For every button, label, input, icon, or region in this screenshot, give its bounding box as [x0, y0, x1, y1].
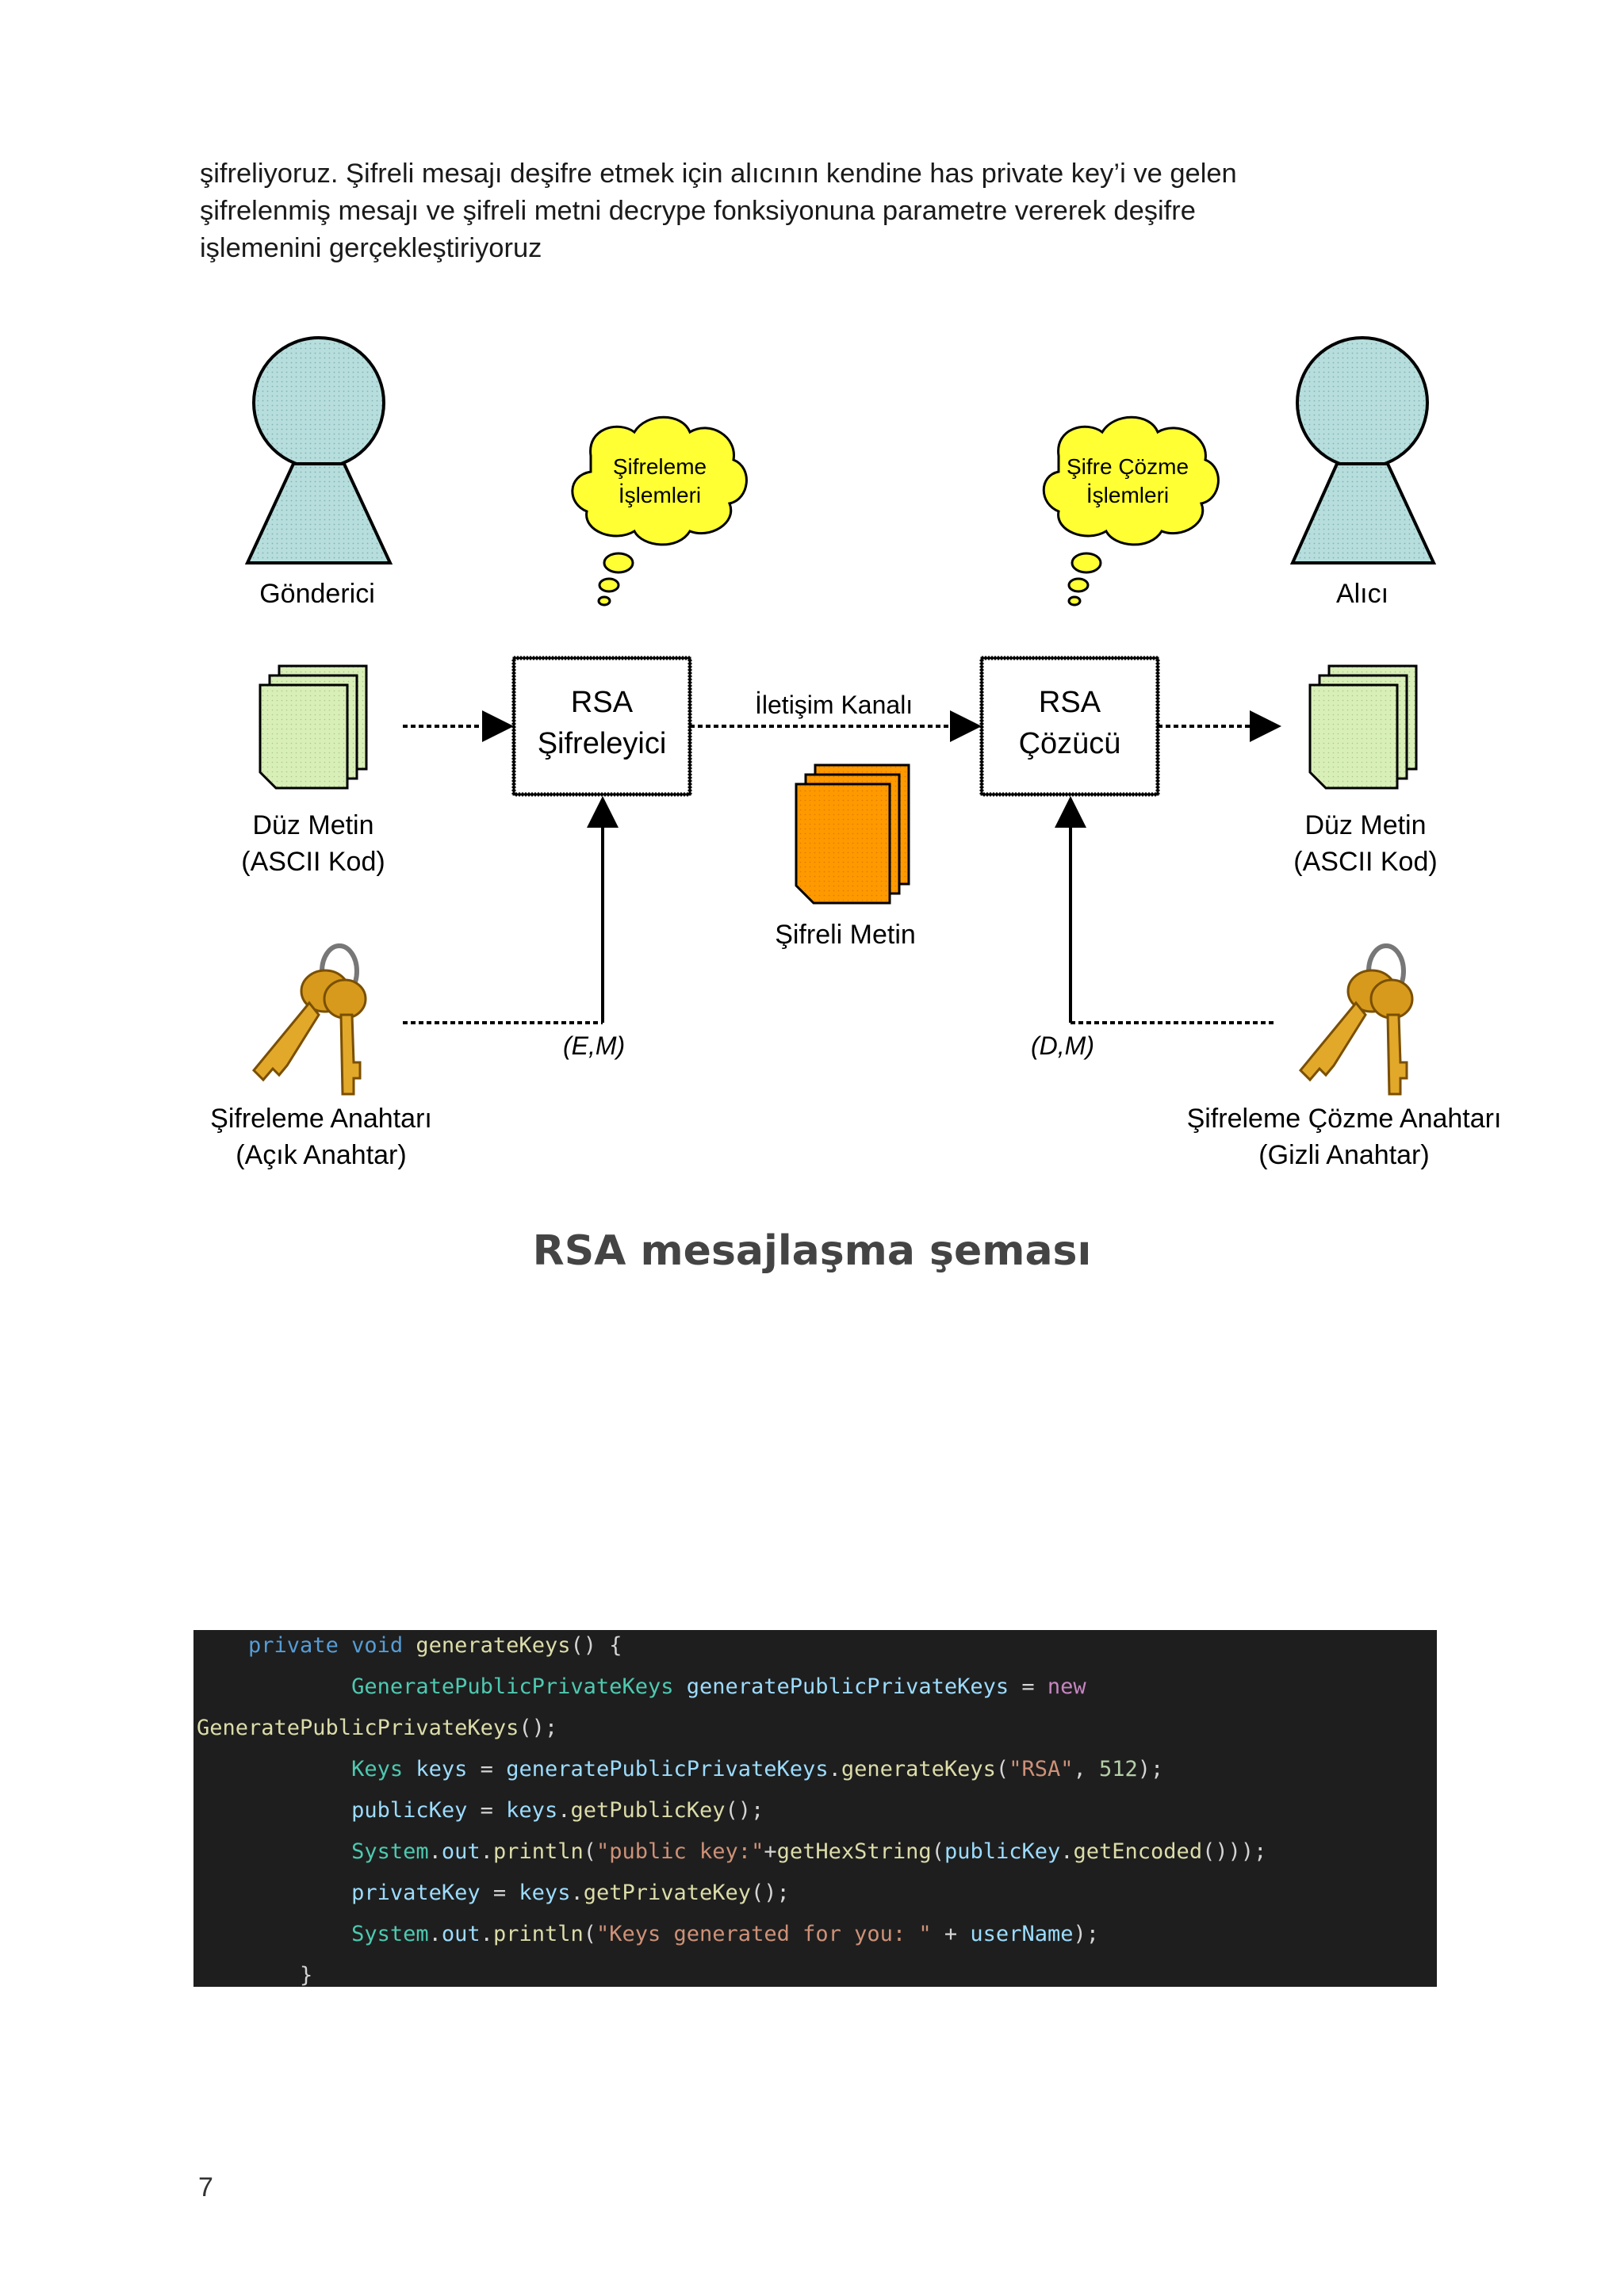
- intro-paragraph: şifreliyoruz. Şifreli mesajı deşifre etm…: [200, 155, 1437, 267]
- plain-left-line2: (ASCII Kod): [241, 847, 385, 877]
- code-line: GeneratePublicPrivateKeys();: [197, 1716, 558, 1740]
- code-line: privateKey = keys.getPrivateKey();: [351, 1881, 790, 1905]
- plain-right-line2: (ASCII Kod): [1293, 847, 1437, 877]
- code-block: private void generateKeys() { GeneratePu…: [193, 1630, 1437, 1987]
- code-line: System.out.println("Keys generated for y…: [351, 1922, 1099, 1946]
- cloud-left-line2: İşlemleri: [619, 483, 701, 507]
- code-line: }: [300, 1963, 313, 1987]
- cipher-label: Şifreli Metin: [775, 920, 916, 950]
- cloud-right-line2: İşlemleri: [1086, 483, 1169, 507]
- paragraph-line: şifrelenmiş mesajı ve şifreli metni decr…: [200, 196, 1196, 226]
- receiver-person-icon: [1289, 336, 1437, 564]
- cloud-left-line1: Şifreleme: [613, 454, 707, 479]
- cloud-right-line1: Şifre Çözme: [1067, 454, 1189, 479]
- key-right-line2: (Gizli Anahtar): [1258, 1140, 1429, 1170]
- key-left-line1: Şifreleme Anahtarı: [210, 1104, 432, 1134]
- decryptor-line2: Çözücü: [1019, 727, 1121, 760]
- rsa-decryptor-box: [979, 656, 1160, 797]
- key-left-param: (E,M): [563, 1031, 625, 1060]
- encryptor-line2: Şifreleyici: [538, 727, 667, 760]
- plaintext-left-icon: [259, 664, 368, 790]
- plain-right-line1: Düz Metin: [1304, 810, 1426, 840]
- receiver-label: Alıcı: [1336, 579, 1388, 609]
- rsa-messaging-diagram: Gönderici Alıcı Şifreleme İşlemleri Şifr…: [210, 336, 1502, 1170]
- code-line: Keys keys = generatePublicPrivateKeys.ge…: [351, 1757, 1164, 1781]
- cloud-right-icon: [1042, 415, 1220, 607]
- key-right-icon: [1298, 943, 1414, 1096]
- ciphertext-icon: [795, 763, 910, 905]
- cloud-left-icon: [571, 415, 748, 607]
- decryptor-line1: RSA: [1039, 686, 1101, 719]
- key-right-line1: Şifreleme Çözme Anahtarı: [1187, 1104, 1502, 1134]
- sender-person-icon: [244, 336, 393, 564]
- paragraph-line: şifreliyoruz. Şifreli mesajı deşifre etm…: [200, 159, 1237, 189]
- code-line: GeneratePublicPrivateKeys generatePublic…: [351, 1674, 1086, 1699]
- paragraph-line: işlemenini gerçekleştiriyoruz: [200, 233, 542, 263]
- key-left-line2: (Açık Anahtar): [236, 1140, 406, 1170]
- key-left-icon: [251, 943, 367, 1096]
- sender-label: Gönderici: [259, 579, 375, 609]
- page-number: 7: [198, 2172, 213, 2202]
- code-line: publicKey = keys.getPublicKey();: [351, 1798, 764, 1823]
- key-right-param: (D,M): [1031, 1031, 1094, 1060]
- code-line: private void generateKeys() {: [248, 1633, 622, 1658]
- encryptor-line1: RSA: [571, 686, 634, 719]
- plain-left-line1: Düz Metin: [252, 810, 373, 840]
- figure-caption: RSA mesajlaşma şeması: [532, 1227, 1092, 1275]
- channel-label: İletişim Kanalı: [755, 691, 913, 719]
- rsa-encryptor-box: [511, 656, 692, 797]
- plaintext-right-icon: [1308, 664, 1418, 790]
- code-line: System.out.println("public key:"+getHexS…: [351, 1839, 1267, 1864]
